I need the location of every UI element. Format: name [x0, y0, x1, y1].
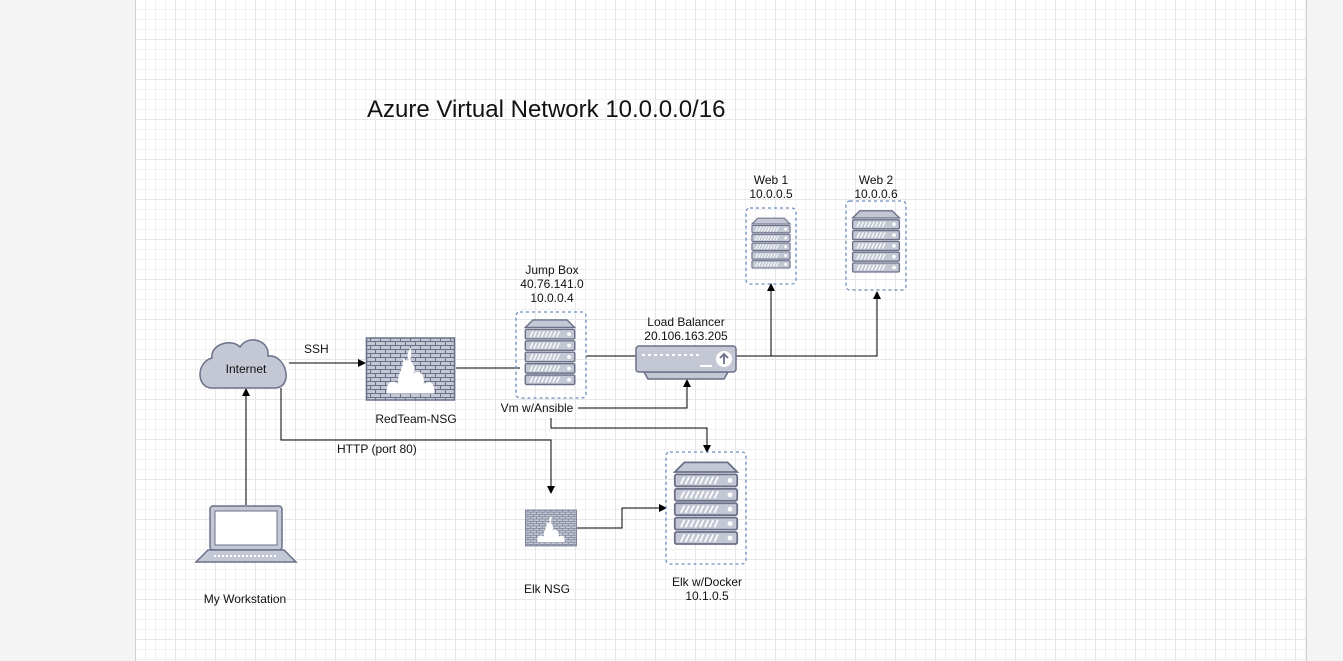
- jump-box-name: Jump Box: [525, 263, 578, 277]
- workstation-label: My Workstation: [204, 592, 286, 606]
- load-balancer-ip: 20.106.163.205: [644, 329, 728, 343]
- load-balancer-node[interactable]: Load Balancer 20.106.163.205: [635, 315, 737, 380]
- jump-box-public-ip: 40.76.141.0: [520, 277, 584, 291]
- ansible-to-lb-edge[interactable]: [578, 379, 691, 409]
- cloud-icon: [199, 339, 287, 389]
- server-icon: [851, 210, 901, 273]
- jump-box-node[interactable]: Jump Box 40.76.141.0 10.0.0.4 Vm w/Ansib…: [501, 263, 587, 415]
- internet-label: Internet: [226, 362, 267, 376]
- ssh-label: SSH: [304, 342, 329, 356]
- internet-node[interactable]: Internet: [199, 339, 287, 389]
- server-icon: [673, 461, 739, 545]
- laptop-icon: [194, 505, 298, 563]
- jump-box-caption: Vm w/Ansible: [501, 401, 574, 415]
- web2-name: Web 2: [859, 173, 894, 187]
- load-balancer-name: Load Balancer: [647, 315, 724, 329]
- web1-node[interactable]: Web 1 10.0.0.5: [745, 173, 797, 285]
- elknsg-to-elk-edge[interactable]: [577, 504, 667, 529]
- web2-node[interactable]: Web 2 10.0.0.6: [845, 173, 907, 291]
- elk-nsg-label: Elk NSG: [524, 582, 570, 596]
- firewall-icon: [365, 337, 456, 401]
- http-edge[interactable]: [280, 388, 555, 494]
- http-label: HTTP (port 80): [337, 442, 417, 456]
- diagram-canvas[interactable]: [135, 0, 1307, 661]
- jump-box-frame: [515, 311, 587, 399]
- elk-nsg-node[interactable]: Elk NSG: [524, 509, 577, 596]
- workstation-node[interactable]: My Workstation: [194, 505, 298, 606]
- web2-frame: [845, 200, 907, 291]
- redteam-nsg-label: RedTeam-NSG: [375, 412, 456, 426]
- jumpbox-to-elk-edge[interactable]: [550, 418, 711, 453]
- web2-ip: 10.0.0.6: [854, 187, 898, 201]
- elk-node[interactable]: Elk w/Docker 10.1.0.5: [665, 451, 747, 603]
- server-icon: [524, 319, 576, 386]
- elk-name: Elk w/Docker: [672, 575, 742, 589]
- web1-ip: 10.0.0.5: [749, 187, 793, 201]
- server-icon: [751, 217, 791, 269]
- diagram-title: Azure Virtual Network 10.0.0.0/16: [367, 96, 725, 123]
- redteam-nsg-node[interactable]: RedTeam-NSG: [365, 337, 457, 426]
- lb-to-web2-edge[interactable]: [771, 291, 881, 357]
- firewall-icon: [525, 509, 577, 547]
- web1-name: Web 1: [754, 173, 789, 187]
- lb-to-web1-edge[interactable]: [736, 283, 775, 357]
- elk-frame: [665, 451, 747, 565]
- jump-box-private-ip: 10.0.0.4: [530, 291, 574, 305]
- web1-frame: [745, 207, 797, 285]
- elk-ip: 10.1.0.5: [685, 589, 729, 603]
- load-balancer-icon: [635, 345, 737, 380]
